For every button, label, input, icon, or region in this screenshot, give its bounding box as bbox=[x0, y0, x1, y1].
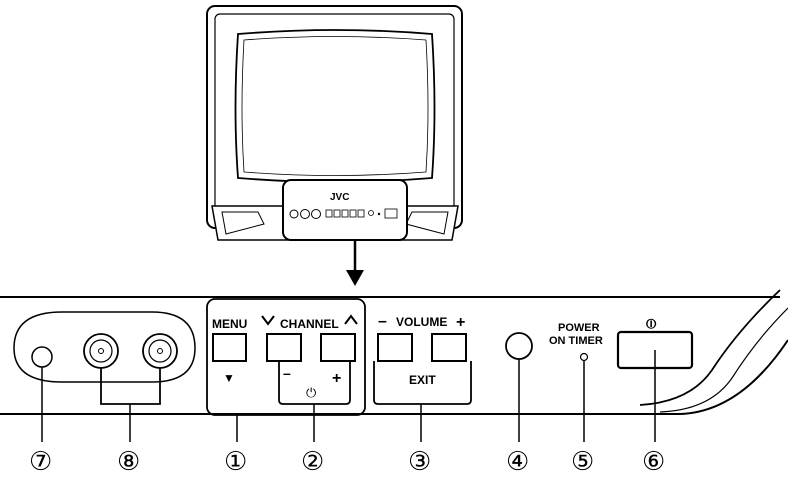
callout-1: ① bbox=[224, 447, 247, 477]
callout-2: ② bbox=[301, 447, 324, 477]
menu-channel-group bbox=[206, 298, 366, 416]
tv-mini-sensor bbox=[368, 210, 374, 216]
tv-screen bbox=[234, 29, 436, 183]
channel-minus: – bbox=[283, 365, 291, 381]
headphone-jack bbox=[31, 346, 53, 368]
volume-down-button bbox=[377, 333, 413, 362]
tv-base-left-detail bbox=[221, 211, 265, 235]
tv-set: JVC bbox=[206, 5, 463, 286]
channel-label: CHANNEL bbox=[280, 317, 339, 331]
panel-curve-inner bbox=[659, 307, 788, 413]
menu-label: MENU bbox=[212, 317, 247, 331]
menu-down-arrow: ▼ bbox=[223, 371, 235, 385]
audio-jack-outer bbox=[142, 333, 178, 369]
callout-7: ⑦ bbox=[29, 447, 52, 477]
channel-down-button bbox=[266, 333, 302, 362]
jack-bay bbox=[13, 311, 196, 383]
tv-mini-button bbox=[349, 209, 357, 218]
front-panel: MENU ▼ CHANNEL – + ⏻ – VOLUME + EXIT POW… bbox=[0, 289, 788, 416]
volume-up-button bbox=[431, 333, 467, 362]
channel-up-button bbox=[320, 333, 356, 362]
callout-3: ③ bbox=[408, 447, 431, 477]
video-jack-inner bbox=[89, 339, 113, 363]
video-jack-outer bbox=[83, 333, 119, 369]
volume-bracket bbox=[373, 361, 472, 405]
video-jack-pin bbox=[98, 348, 104, 354]
channel-down-chevron bbox=[261, 315, 275, 326]
main-power-icon: ⏼ bbox=[646, 317, 657, 332]
callout-5: ⑤ bbox=[571, 447, 594, 477]
tv-mini-button bbox=[325, 209, 333, 218]
jacks-bracket bbox=[100, 368, 161, 405]
power-on-timer-label-line1: POWER bbox=[558, 322, 600, 334]
volume-plus: + bbox=[456, 314, 465, 331]
tv-jack-2 bbox=[300, 209, 310, 219]
audio-jack-pin bbox=[157, 348, 163, 354]
tv-mini-button bbox=[341, 209, 349, 218]
remote-sensor bbox=[505, 332, 533, 360]
volume-minus: – bbox=[378, 313, 387, 330]
tv-mini-button bbox=[333, 209, 341, 218]
exit-label: EXIT bbox=[409, 373, 436, 387]
power-on-timer-label-line2: ON TIMER bbox=[549, 335, 603, 347]
callout-numbers: ① ② ③ ④ ⑤ ⑥ ⑦ ⑧ bbox=[29, 447, 665, 477]
tv-brand-logo: JVC bbox=[330, 192, 349, 203]
callout-4: ④ bbox=[506, 447, 529, 477]
callout-8: ⑧ bbox=[117, 447, 140, 477]
tv-mini-power bbox=[384, 208, 398, 219]
panel-bottom-edge bbox=[0, 339, 788, 415]
tv-screen-inner bbox=[241, 36, 429, 176]
power-on-timer-led bbox=[579, 352, 589, 362]
tv-mini-led bbox=[377, 212, 381, 216]
channel-up-chevron bbox=[344, 314, 358, 325]
callout-6: ⑥ bbox=[642, 447, 665, 477]
panel-curve-outer bbox=[639, 289, 781, 406]
tv-jack-1 bbox=[289, 209, 299, 219]
leader-lines bbox=[41, 350, 656, 442]
volume-label: VOLUME bbox=[396, 315, 447, 329]
zoom-arrow-head bbox=[346, 270, 364, 286]
channel-plus: + bbox=[332, 370, 341, 387]
standby-icon: ⏻ bbox=[306, 386, 316, 401]
tv-jack-3 bbox=[311, 209, 321, 219]
audio-jack-inner bbox=[148, 339, 172, 363]
menu-button bbox=[212, 333, 247, 362]
tv-mini-button bbox=[357, 209, 365, 218]
